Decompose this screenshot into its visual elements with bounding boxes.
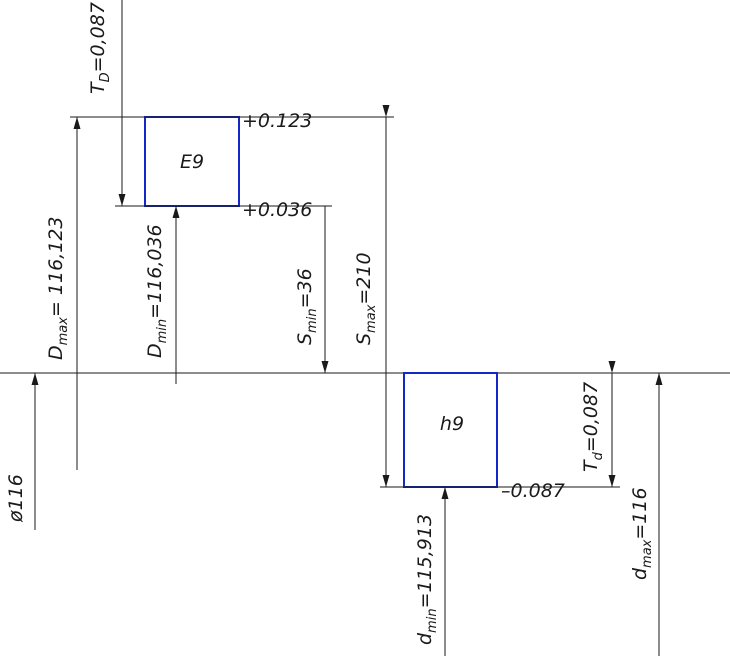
hole-tolerance-label: TD=0,087 [87,2,113,94]
hole-zone-label: E9 [180,151,204,173]
hole-min-size-label: Dmin=116,036 [144,224,170,358]
hole-max-size-label: Dmax= 116,123 [45,217,71,361]
shaft-min-size-label: dmin=115,913 [414,514,440,645]
hole-upper-deviation: +0.123 [242,110,312,132]
min-clearance-label: Smin=36 [294,268,320,345]
shaft-max-size-label: dmax=116 [629,487,655,580]
hole-lower-deviation: +0.036 [242,199,312,221]
max-clearance-label: Smax=210 [353,252,379,345]
shaft-lower-deviation: –0.087 [501,480,565,502]
nominal-diameter-label: ø116 [5,474,27,523]
shaft-zone-label: h9 [440,413,464,435]
shaft-tolerance-label: Td=0,087 [580,382,606,472]
